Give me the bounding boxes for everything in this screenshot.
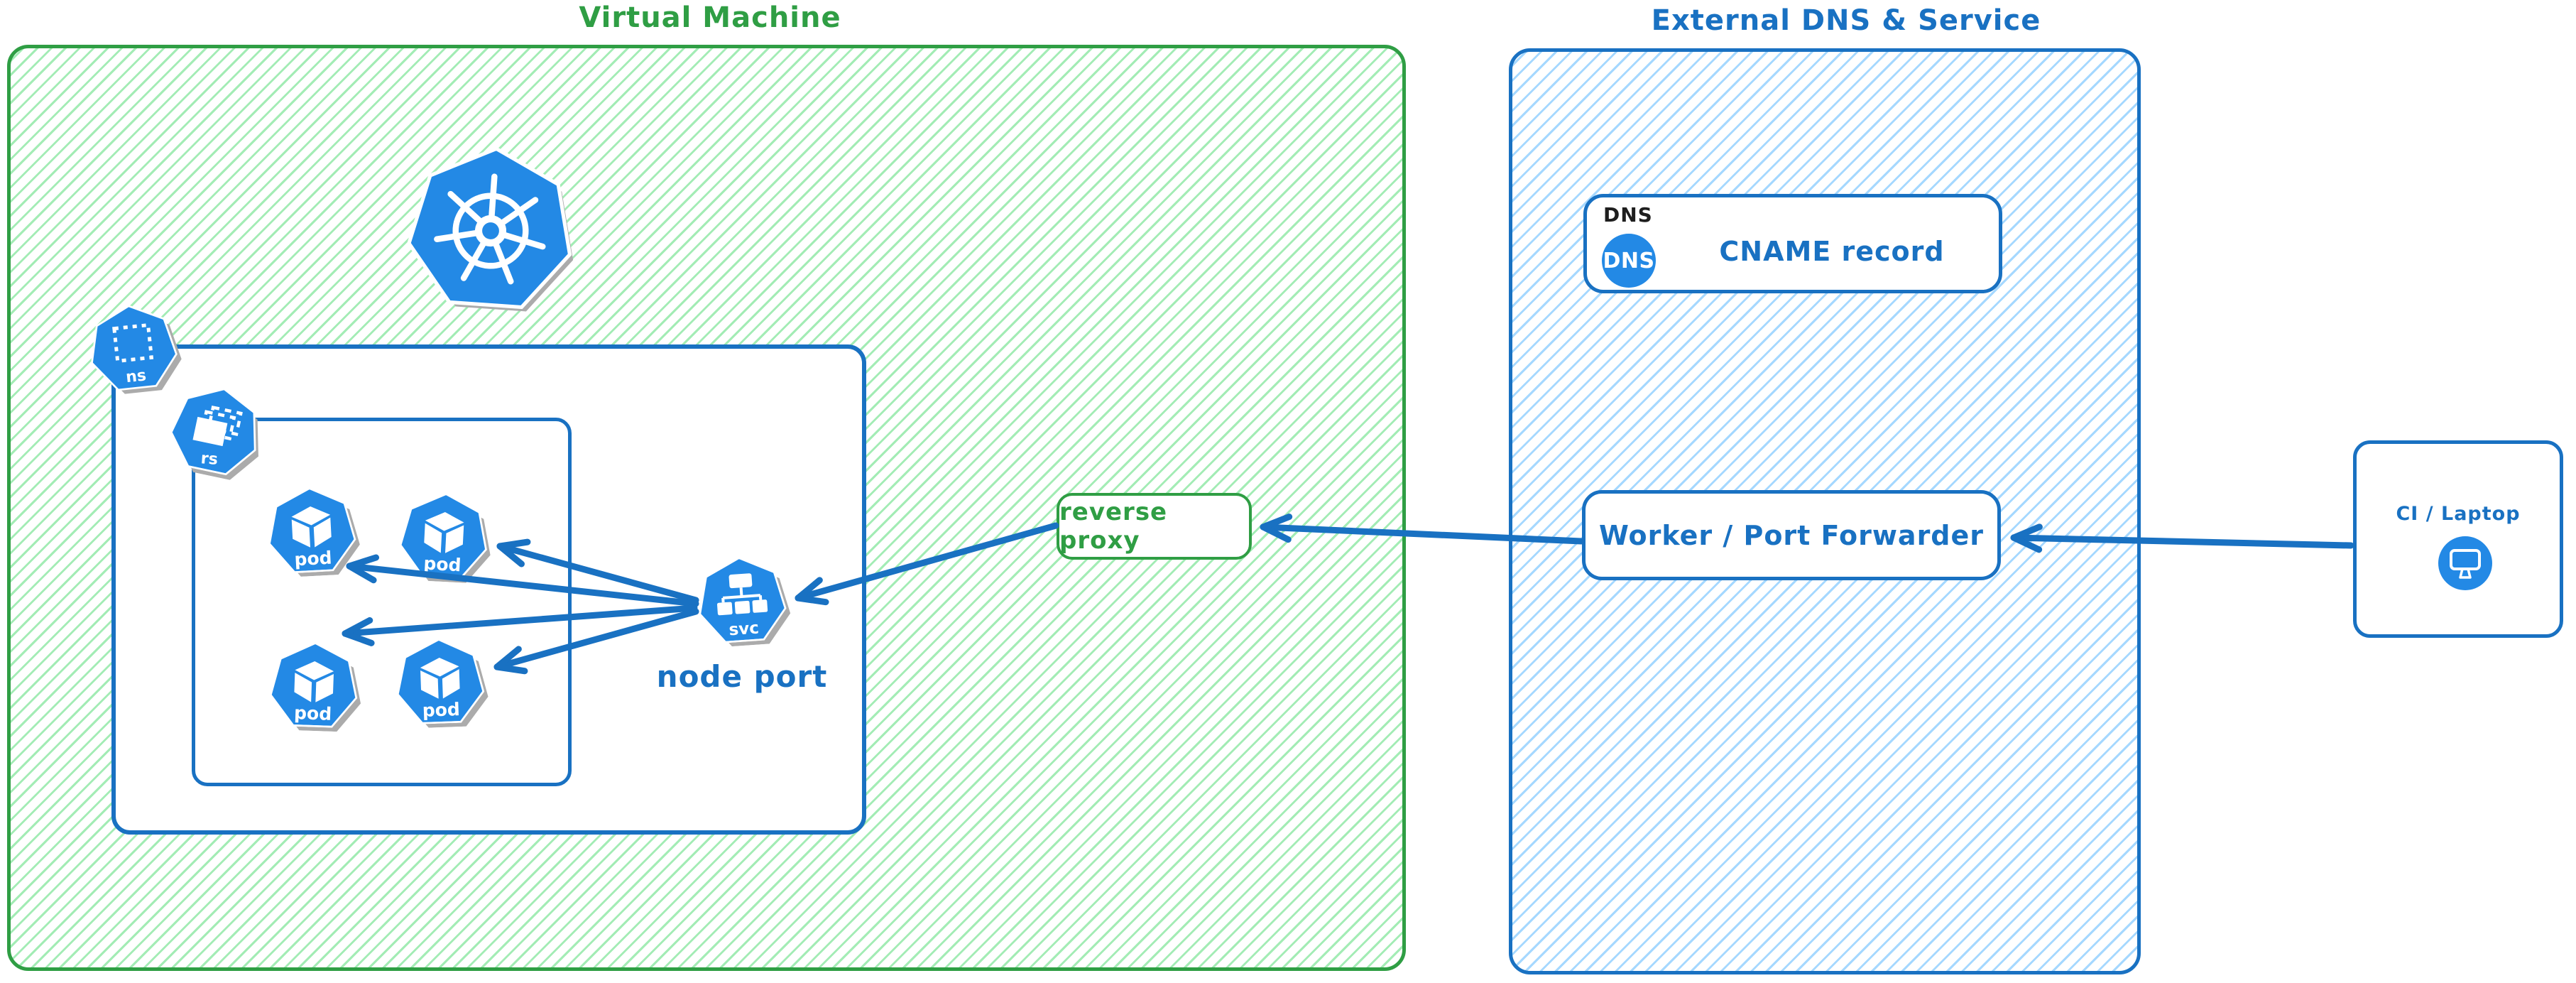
kubernetes-logo-icon: [405, 145, 576, 316]
namespace-icon: ns: [87, 303, 180, 396]
ci-laptop-label: CI / Laptop: [2396, 503, 2521, 525]
cname-record-label: CNAME record: [1719, 236, 1945, 267]
dns-record-box: [1583, 194, 2002, 293]
worker-port-forwarder-label: Worker / Port Forwarder: [1598, 519, 1985, 551]
node-port-caption: node port: [656, 659, 828, 694]
dns-tag-label: DNS: [1603, 203, 1653, 227]
pod-3-label: pod: [293, 702, 332, 724]
pod-2-label: pod: [422, 553, 462, 575]
pod-2-icon: pod: [399, 493, 489, 582]
monitor-icon: [2438, 536, 2492, 590]
dns-badge-label: DNS: [1603, 248, 1655, 273]
pod-4-icon: pod: [396, 639, 484, 727]
pod-4-label: pod: [422, 698, 461, 721]
pod-1-icon: pod: [267, 487, 356, 577]
dns-badge-icon: DNS: [1602, 234, 1656, 288]
pod-3-icon: pod: [270, 643, 358, 731]
service-icon: svc: [697, 556, 787, 647]
reverse-proxy-label: reverse proxy: [1059, 498, 1168, 555]
replicaset-icon: rs: [165, 381, 266, 482]
worker-port-forwarder-box: Worker / Port Forwarder: [1582, 490, 2001, 580]
external-group-title: External DNS & Service: [1651, 4, 2041, 37]
reverse-proxy-box: reverse proxy: [1057, 493, 1252, 560]
vm-group-title: Virtual Machine: [579, 1, 841, 34]
